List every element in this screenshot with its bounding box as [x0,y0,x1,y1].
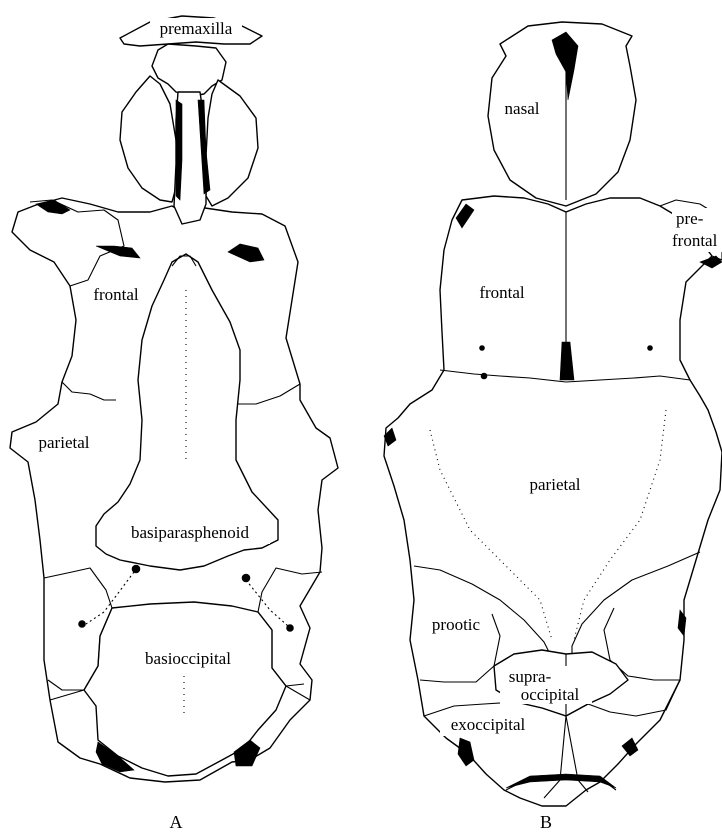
left-maxilla-a [120,76,178,202]
label-exoccipital: exoccipital [451,715,526,734]
condyle-shadow-b [506,774,616,788]
panel-label-b: B [540,812,552,832]
label-prefrontal-1: pre- [676,209,704,228]
frontal-parietal-suture-right-a [238,384,300,404]
lateral-notch-right-b [678,610,686,636]
frontal-foramen-left-2-b [481,373,487,379]
label-frontal-b: frontal [479,283,525,302]
label-supraoccipital-1: supra- [509,667,552,686]
exocc-left-a [50,690,84,700]
label-parietal-b: parietal [530,475,581,494]
label-basioccipital: basioccipital [145,649,231,668]
frontal-parietal-suture-left-a [62,382,116,400]
right-maxilla-a [206,80,258,206]
label-nasal: nasal [505,99,540,118]
parietal-posterior-suture-right [572,552,700,656]
label-frontal-a: frontal [93,285,139,304]
panel-label-a: A [170,812,183,832]
parietal-stipple-right [574,410,666,640]
view-b: nasal pre- frontal frontal parietal proo… [384,22,722,832]
prefrontal-shadow [700,256,722,268]
exocc-right-a [286,686,310,700]
foramen-left-a [132,565,140,573]
label-prefrontal-2: frontal [672,231,718,250]
left-orbital-shadow [36,200,70,214]
frontal-foramen-right-b [648,346,653,351]
right-orbital-shadow [228,244,264,262]
skull-outline-b [384,196,722,806]
label-prootic: prootic [432,615,481,634]
view-a: premaxilla frontal parietal basiparasphe… [10,16,338,832]
label-premaxilla: premaxilla [160,19,233,38]
frontal-median-shadow-b [560,342,574,380]
label-supraoccipital-2: occipital [521,685,580,704]
parietal-stipple-left [430,430,552,640]
foramen-left-2-a [79,621,86,628]
label-basiparasphenoid: basiparasphenoid [131,523,250,542]
lateral-shadow-left-b [458,738,474,766]
left-orbital-edge [30,200,124,286]
left-orbital-shadow-2 [96,246,140,258]
frontal-foramen-left-b [480,346,485,351]
parietal-posterior-suture-left [414,566,550,654]
lateral-shadow-right-b [622,738,638,756]
label-parietal-a: parietal [39,433,90,452]
